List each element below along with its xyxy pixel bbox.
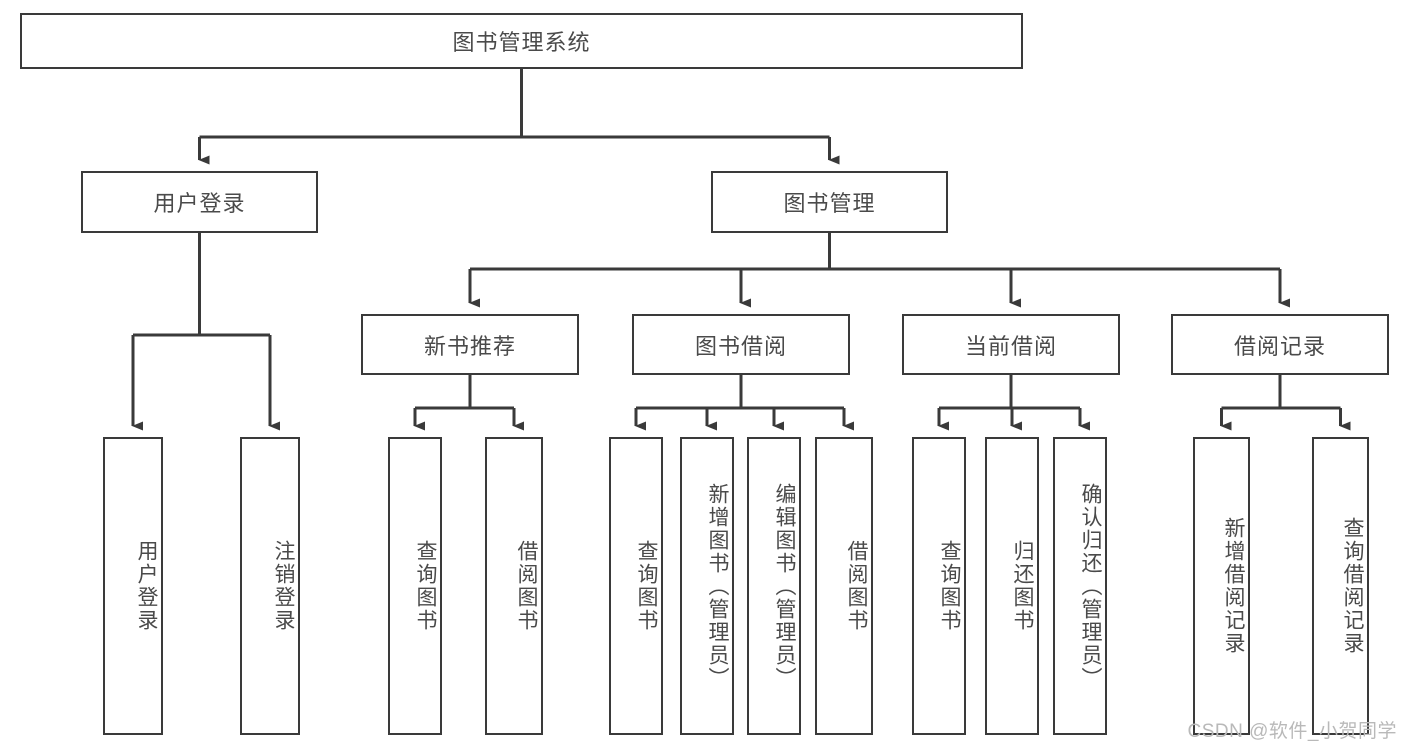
node-label: 编辑图书（管理员）: [773, 482, 796, 690]
node-label: 用户登录: [153, 191, 246, 216]
node-leaf-confirm-return-admin: 确认归还（管理员）: [1053, 437, 1107, 735]
node-leaf-add-borrow-record: 新增借阅记录: [1193, 437, 1250, 735]
node-borrow-record: 借阅记录: [1171, 314, 1389, 375]
node-leaf-query-book-3: 查询图书: [912, 437, 966, 735]
node-label: 图书借阅: [694, 333, 787, 359]
node-label: 图书管理: [783, 191, 876, 216]
node-label: 借阅图书: [845, 540, 868, 632]
node-label: 借阅记录: [1233, 333, 1326, 359]
node-label: 确认归还（管理员）: [1079, 482, 1102, 690]
node-label: 注销登录: [272, 540, 295, 632]
node-leaf-edit-book-admin: 编辑图书（管理员）: [747, 437, 801, 735]
node-label: 借阅图书: [515, 540, 538, 632]
node-leaf-query-book-1: 查询图书: [388, 437, 442, 735]
node-user-login: 用户登录: [81, 171, 318, 233]
node-current-borrow: 当前借阅: [902, 314, 1120, 375]
node-label: 查询图书: [414, 540, 437, 632]
node-label: 用户登录: [135, 540, 158, 632]
node-label: 查询图书: [938, 540, 961, 632]
node-label: 归还图书: [1011, 540, 1034, 632]
node-label: 新增图书（管理员）: [706, 482, 729, 690]
node-leaf-query-book-2: 查询图书: [609, 437, 663, 735]
node-leaf-add-book-admin: 新增图书（管理员）: [680, 437, 734, 735]
node-leaf-query-borrow-record: 查询借阅记录: [1312, 437, 1369, 735]
node-leaf-borrow-book-1: 借阅图书: [485, 437, 543, 735]
node-label: 当前借阅: [964, 333, 1057, 359]
node-label: 新书推荐: [423, 333, 516, 359]
node-leaf-return-book: 归还图书: [985, 437, 1039, 735]
node-label: 图书管理系统: [452, 30, 591, 55]
node-root: 图书管理系统: [20, 13, 1023, 69]
node-book-manage: 图书管理: [711, 171, 948, 233]
node-leaf-logout-login: 注销登录: [240, 437, 300, 735]
node-leaf-user-login: 用户登录: [103, 437, 163, 735]
node-label: 新增借阅记录: [1222, 517, 1245, 655]
node-new-book-recommend: 新书推荐: [361, 314, 579, 375]
node-book-borrow: 图书借阅: [632, 314, 850, 375]
node-label: 查询借阅记录: [1341, 517, 1364, 655]
node-leaf-borrow-book-2: 借阅图书: [815, 437, 873, 735]
node-label: 查询图书: [635, 540, 658, 632]
